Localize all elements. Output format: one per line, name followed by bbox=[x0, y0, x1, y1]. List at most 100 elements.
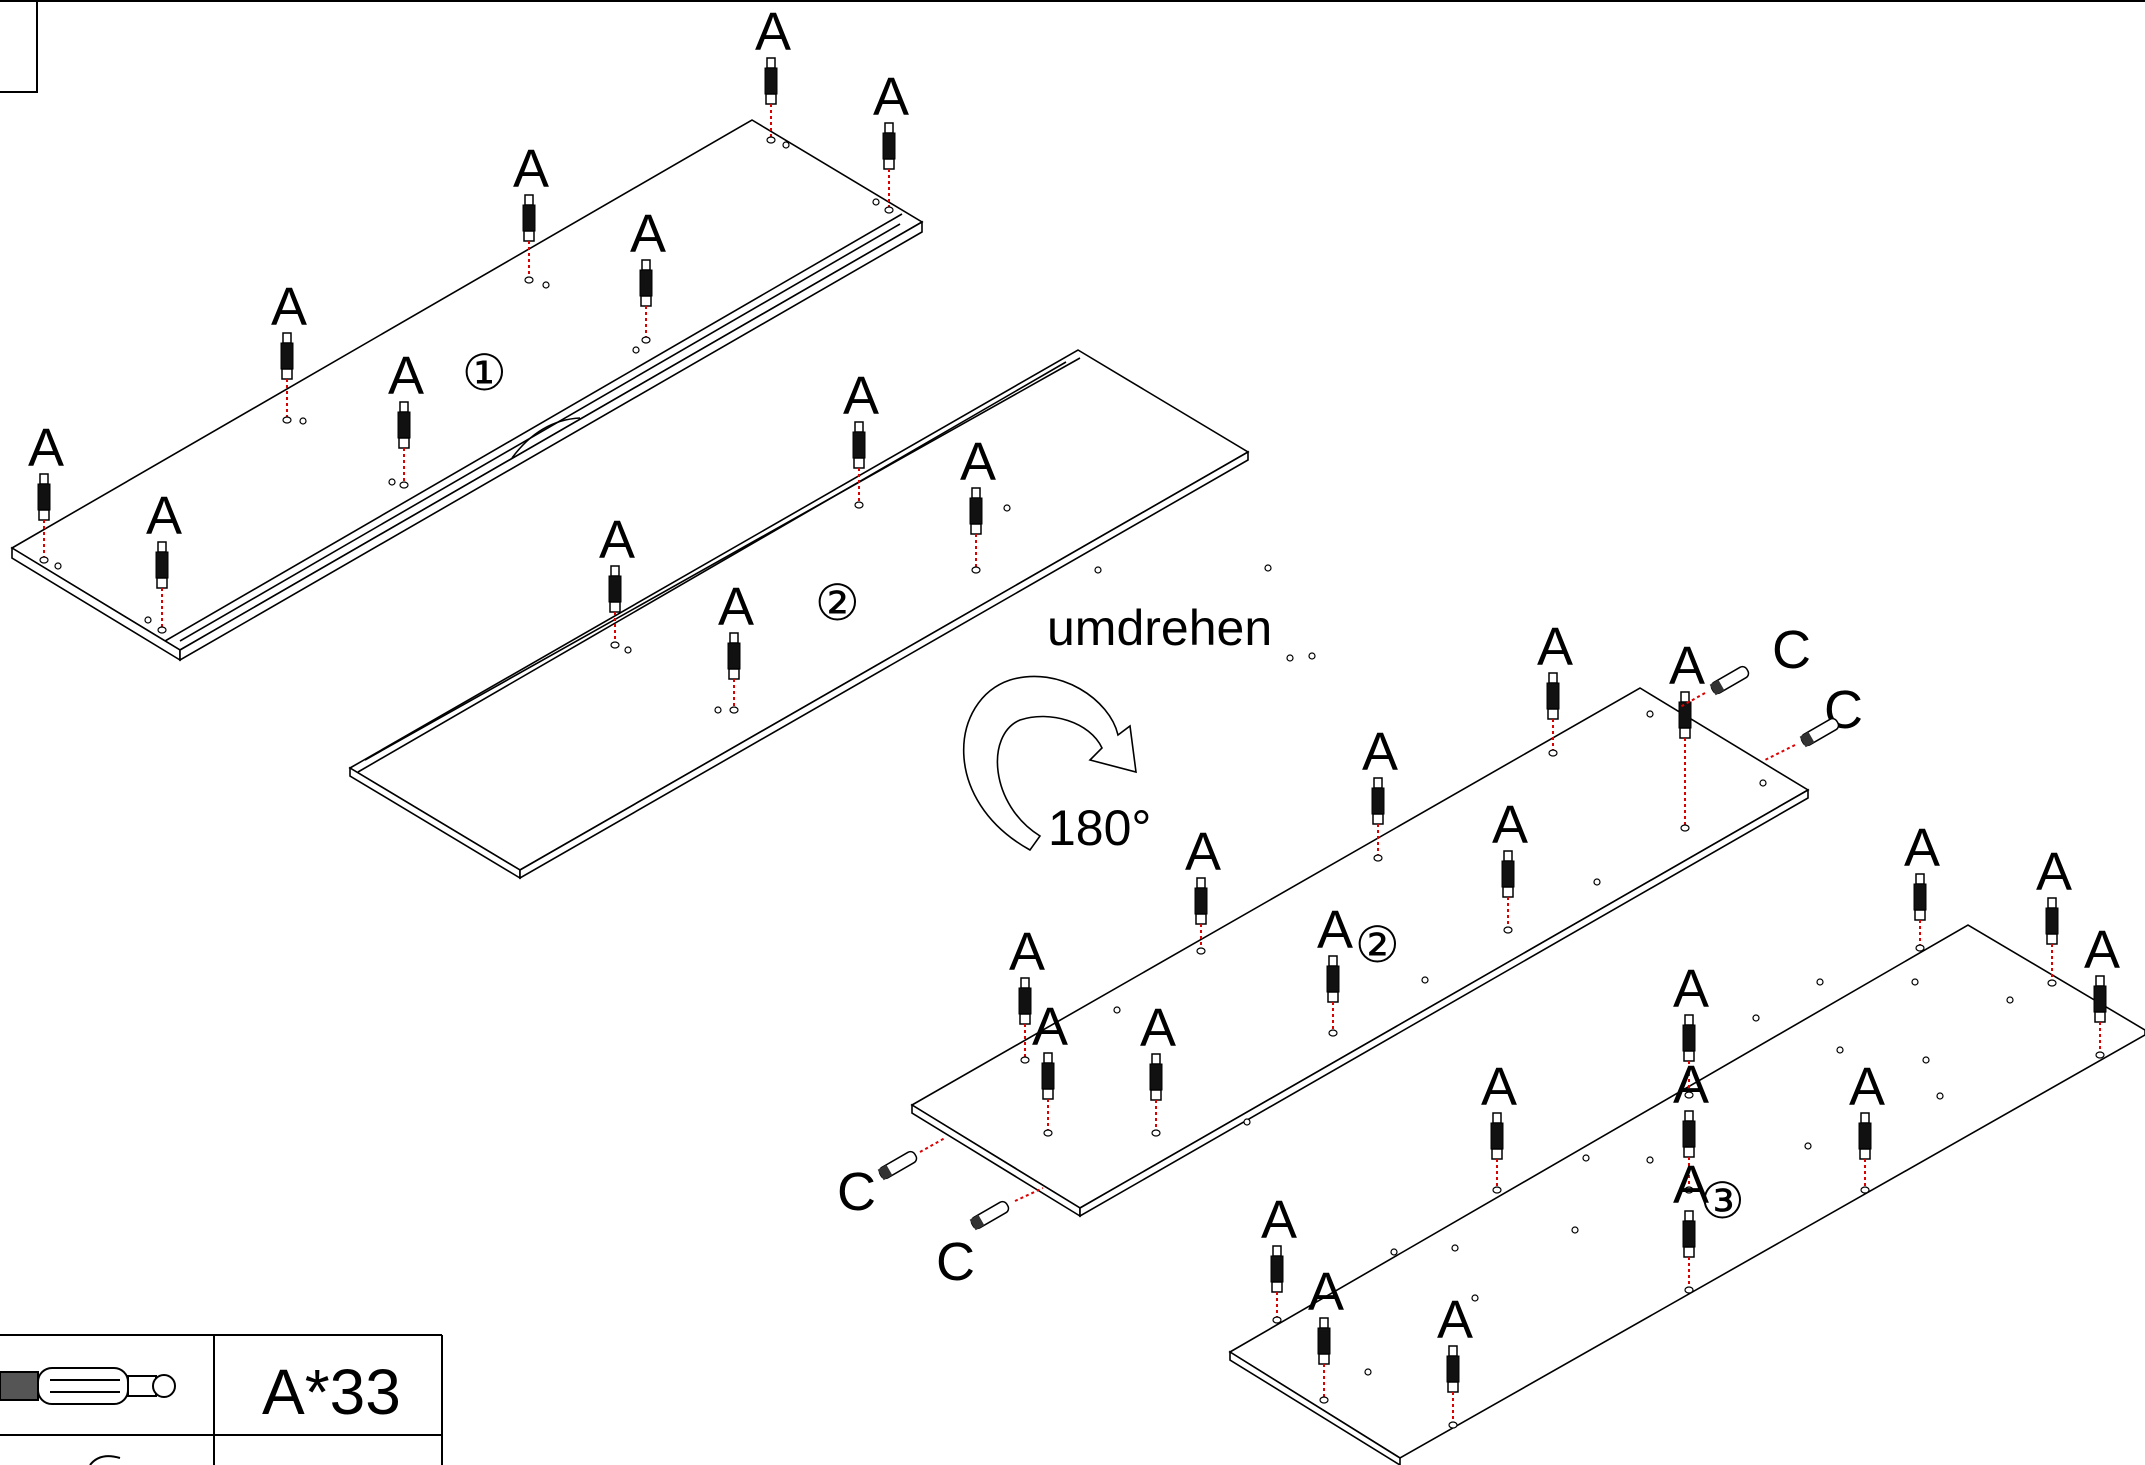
part-a-label: A bbox=[2036, 842, 2072, 902]
part-a-label: A bbox=[755, 2, 791, 62]
cam-bolt-icon bbox=[1858, 1112, 1872, 1160]
part-a-label: A bbox=[1362, 722, 1398, 782]
cam-bolt-icon bbox=[1446, 1345, 1460, 1393]
cam-bolt-icon bbox=[727, 632, 741, 680]
cam-bolt-icon bbox=[1913, 873, 1927, 921]
hole bbox=[1646, 710, 1654, 718]
part-c-label: C bbox=[837, 1162, 876, 1222]
cam-bolt-icon bbox=[522, 194, 536, 242]
panel-number-2-top: ② bbox=[815, 574, 860, 632]
hole bbox=[624, 646, 632, 654]
part-a-label: A bbox=[843, 366, 879, 426]
hole bbox=[1593, 878, 1601, 886]
part-a-label: A bbox=[1673, 959, 1709, 1019]
hole bbox=[1286, 654, 1294, 662]
part-a-label: A bbox=[1849, 1057, 1885, 1117]
panel-1 bbox=[10, 119, 924, 662]
flip-arrow-icon bbox=[962, 675, 1137, 852]
dowel-insertion-line bbox=[1764, 744, 1796, 761]
dowel-icon bbox=[1709, 665, 1750, 696]
hole-group bbox=[54, 141, 2014, 1376]
bolt-hole bbox=[1684, 1286, 1694, 1294]
part-a-label: A bbox=[1904, 818, 1940, 878]
bolt-hole bbox=[1684, 1186, 1694, 1194]
bolt-hole bbox=[1915, 944, 1925, 952]
cam-bolt-icon bbox=[1682, 1014, 1696, 1062]
hole bbox=[1752, 1014, 1760, 1022]
hole bbox=[1243, 1118, 1251, 1126]
bolt-hole bbox=[1196, 947, 1206, 955]
panel-number-3: ③ bbox=[1700, 1172, 1745, 1230]
part-a-label: A bbox=[28, 418, 64, 478]
bolt-hole bbox=[1043, 1129, 1053, 1137]
part-a-label: A bbox=[2084, 920, 2120, 980]
hole bbox=[1922, 1056, 1930, 1064]
hole bbox=[1571, 1226, 1579, 1234]
hole bbox=[1911, 978, 1919, 986]
hole bbox=[1264, 564, 1272, 572]
part-a-label: A bbox=[1673, 1055, 1709, 1115]
cam-bolt-icon bbox=[1678, 691, 1692, 739]
part-a-label: A bbox=[718, 577, 754, 637]
bolt-hole bbox=[1151, 1129, 1161, 1137]
legend-cam-bolt-icon bbox=[0, 1367, 176, 1405]
bolt-hole bbox=[641, 336, 651, 344]
part-a-label: A bbox=[1481, 1057, 1517, 1117]
dowel-icon bbox=[1799, 717, 1840, 748]
bolt-hole bbox=[1373, 854, 1383, 862]
bolt-hole bbox=[1860, 1186, 1870, 1194]
hole bbox=[782, 141, 790, 149]
cam-bolt-icon bbox=[1546, 672, 1560, 720]
hole bbox=[632, 346, 640, 354]
cam-bolt-icon bbox=[1270, 1245, 1284, 1293]
hole bbox=[1759, 779, 1767, 787]
bolt-hole bbox=[1319, 1396, 1329, 1404]
bolt-hole bbox=[1272, 1316, 1282, 1324]
hole bbox=[1364, 1368, 1372, 1376]
cam-bolt-icon bbox=[1317, 1317, 1331, 1365]
cam-bolt-icon bbox=[1018, 977, 1032, 1025]
part-a-label: A bbox=[1673, 1155, 1709, 1215]
hole bbox=[1804, 1142, 1812, 1150]
hole bbox=[1936, 1092, 1944, 1100]
cam-bolt-icon bbox=[1194, 877, 1208, 925]
cam-bolt-icon bbox=[1041, 1052, 1055, 1100]
bolt-hole bbox=[2095, 1051, 2105, 1059]
part-a-label: A bbox=[513, 139, 549, 199]
dowel-icon bbox=[969, 1200, 1010, 1231]
hole bbox=[1113, 1006, 1121, 1014]
bolt-hole bbox=[1020, 1056, 1030, 1064]
hole bbox=[1421, 976, 1429, 984]
part-a-label: A bbox=[1492, 795, 1528, 855]
cam-bolt-icon bbox=[1149, 1053, 1163, 1101]
part-a-label: A bbox=[1537, 617, 1573, 677]
bolt-hole bbox=[1684, 1091, 1694, 1099]
cam-bolt-icon bbox=[155, 541, 169, 589]
cam-bolt-icon bbox=[2093, 975, 2107, 1023]
bolt-hole bbox=[39, 556, 49, 564]
bolt-hole bbox=[1328, 1029, 1338, 1037]
hole bbox=[1451, 1244, 1459, 1252]
cam-bolt-icon bbox=[882, 122, 896, 170]
part-a-label: A bbox=[1032, 997, 1068, 1057]
legend-dowel-icon bbox=[89, 1455, 121, 1465]
cam-bolt-icon bbox=[1682, 1210, 1696, 1258]
hardware-legend bbox=[0, 1334, 443, 1465]
bolt-hole bbox=[610, 641, 620, 649]
bolt-hole bbox=[524, 276, 534, 284]
dowel-icon bbox=[877, 1150, 918, 1181]
hole bbox=[1582, 1154, 1590, 1162]
bolt-hole bbox=[766, 136, 776, 144]
part-a-label: A bbox=[1009, 922, 1045, 982]
part-a-label: A bbox=[1437, 1290, 1473, 1350]
hole bbox=[1390, 1248, 1398, 1256]
bolt-hole bbox=[729, 706, 739, 714]
hole bbox=[388, 478, 396, 486]
cam-bolt-icon bbox=[608, 565, 622, 613]
part-a-label: A bbox=[1669, 636, 1705, 696]
bolt-hole bbox=[1448, 1421, 1458, 1429]
hole bbox=[2006, 996, 2014, 1004]
hole bbox=[1816, 978, 1824, 986]
cam-bolt-icon bbox=[1371, 777, 1385, 825]
